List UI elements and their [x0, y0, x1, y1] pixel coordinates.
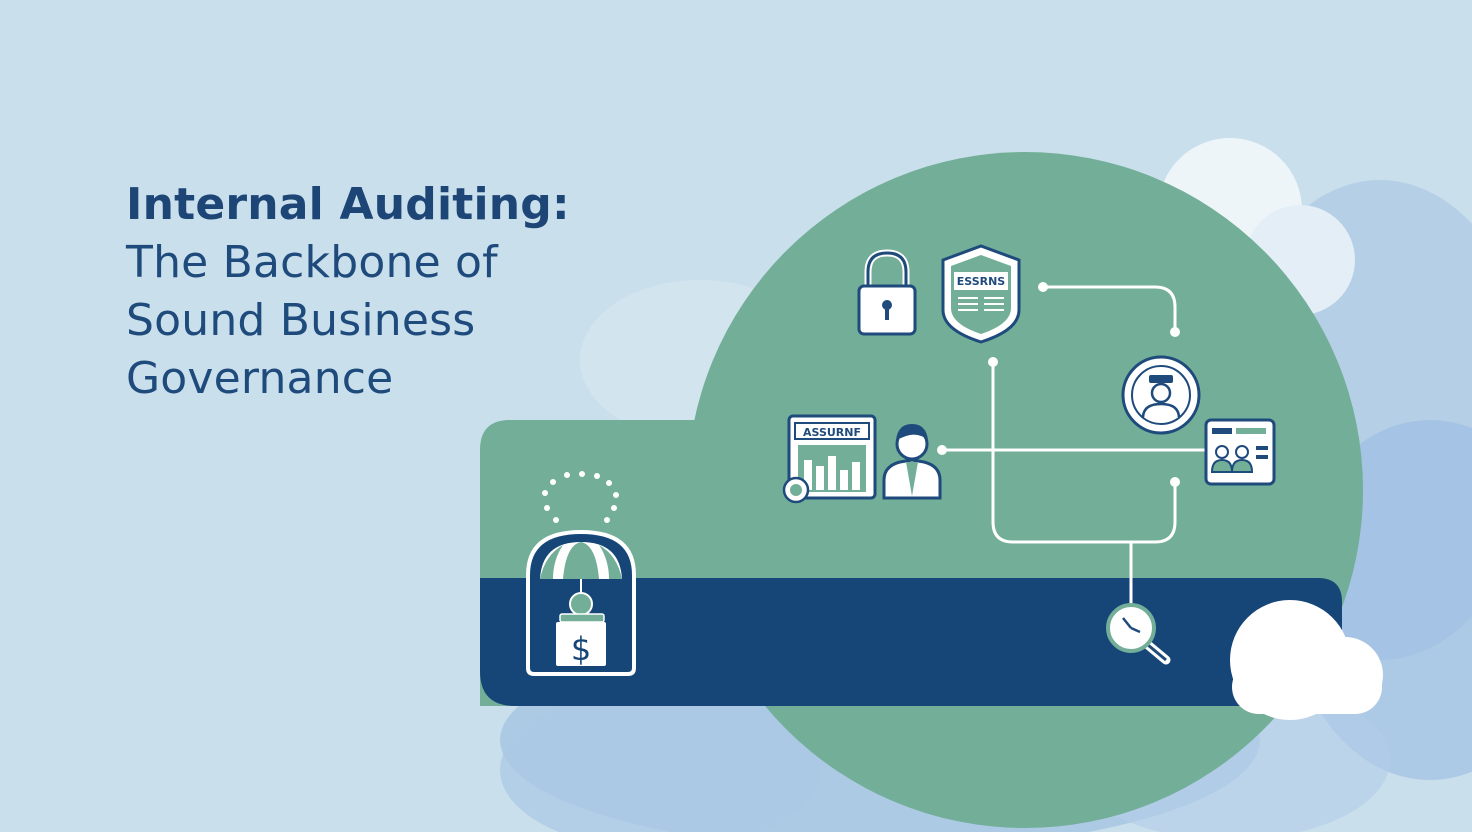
lock-icon [857, 249, 917, 336]
connector-lines [940, 285, 1208, 610]
team-card-icon [1204, 418, 1276, 486]
headline-line-2: The Backbone of [126, 237, 498, 288]
cloud-bottom [1230, 600, 1383, 720]
headline-line-3: Sound Business [126, 295, 476, 346]
magnifier-clock-icon [1106, 603, 1171, 665]
businessperson-icon [882, 424, 942, 500]
dollar-sign: $ [571, 630, 591, 668]
certificate-label: ESSRNS [957, 275, 1006, 288]
headline: Internal Auditing: The Backbone of Sound… [126, 176, 686, 408]
headline-line-1: Internal Auditing: [126, 179, 570, 230]
report-chart-icon: ASSURNF [782, 414, 877, 504]
auditor-avatar-icon [1121, 355, 1201, 435]
headline-line-4: Governance [126, 353, 394, 404]
umbrella-protection-icon: $ [526, 529, 636, 676]
dotted-arc [542, 471, 619, 523]
connector-dots [937, 282, 1180, 487]
certificate-shield-icon: ESSRNS [941, 244, 1021, 344]
report-label: ASSURNF [803, 426, 861, 439]
